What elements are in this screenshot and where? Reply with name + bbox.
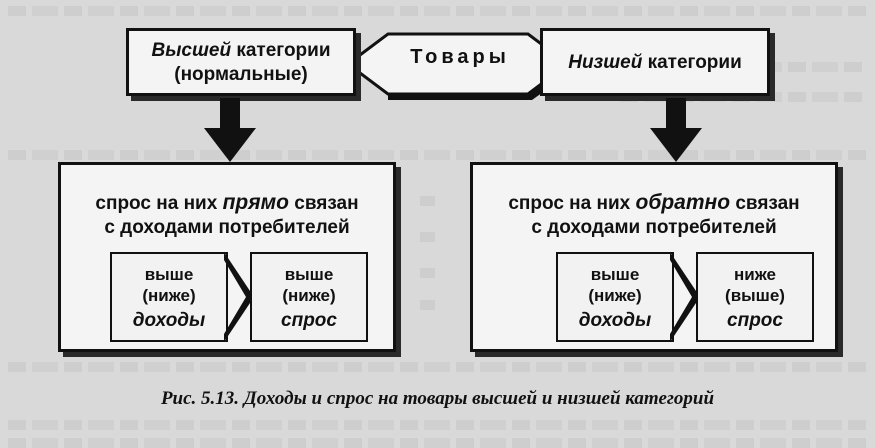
right-cause-label: доходы — [578, 309, 652, 331]
higher-category-note: (нормальные) — [174, 64, 308, 85]
inverse-link-emph: обратно — [635, 191, 731, 214]
right-cause-line1: выше — [590, 264, 640, 284]
right-cause-line2: (ниже) — [588, 285, 642, 305]
inverse-link-text-pre: спрос на них — [508, 193, 636, 214]
left-down-arrow — [204, 98, 256, 162]
left-effect-line1: выше — [284, 264, 334, 284]
goods-label: Товары — [410, 46, 510, 68]
left-cause-box: выше (ниже) доходы — [110, 252, 228, 342]
higher-category-box: Высшей категории (нормальные) — [126, 28, 356, 96]
direct-link-text-pre: спрос на них — [95, 193, 223, 214]
left-effect-label: спрос — [281, 309, 337, 331]
right-effect-line2: (выше) — [725, 285, 785, 305]
left-cause-line2: (ниже) — [142, 285, 196, 305]
right-chevron-icon — [670, 252, 700, 342]
lower-category-box: Низшей категории — [540, 28, 770, 96]
left-cause-line1: выше — [144, 264, 194, 284]
direct-link-text-line2: с доходами потребителей — [104, 217, 350, 238]
right-effect-line1: ниже — [733, 264, 776, 284]
left-chevron-icon — [224, 252, 254, 342]
right-effect-box: ниже (выше) спрос — [696, 252, 814, 342]
lower-category-rest: категории — [642, 52, 742, 73]
left-cause-label: доходы — [132, 309, 206, 331]
inverse-link-text-line2: с доходами потребителей — [531, 217, 777, 238]
left-effect-line2: (ниже) — [282, 285, 336, 305]
higher-category-rest: категории — [231, 40, 331, 61]
inverse-link-text-post: связан — [730, 193, 800, 214]
right-cause-box: выше (ниже) доходы — [556, 252, 674, 342]
direct-link-text-post: связан — [288, 193, 359, 214]
figure-caption: Рис. 5.13. Доходы и спрос на товары высш… — [160, 388, 715, 409]
right-down-arrow — [650, 98, 702, 162]
direct-link-emph: прямо — [222, 191, 289, 214]
left-effect-box: выше (ниже) спрос — [250, 252, 368, 342]
higher-category-emph: Высшей — [151, 40, 232, 61]
lower-category-emph: Низшей — [568, 52, 643, 73]
right-effect-label: спрос — [727, 309, 783, 331]
